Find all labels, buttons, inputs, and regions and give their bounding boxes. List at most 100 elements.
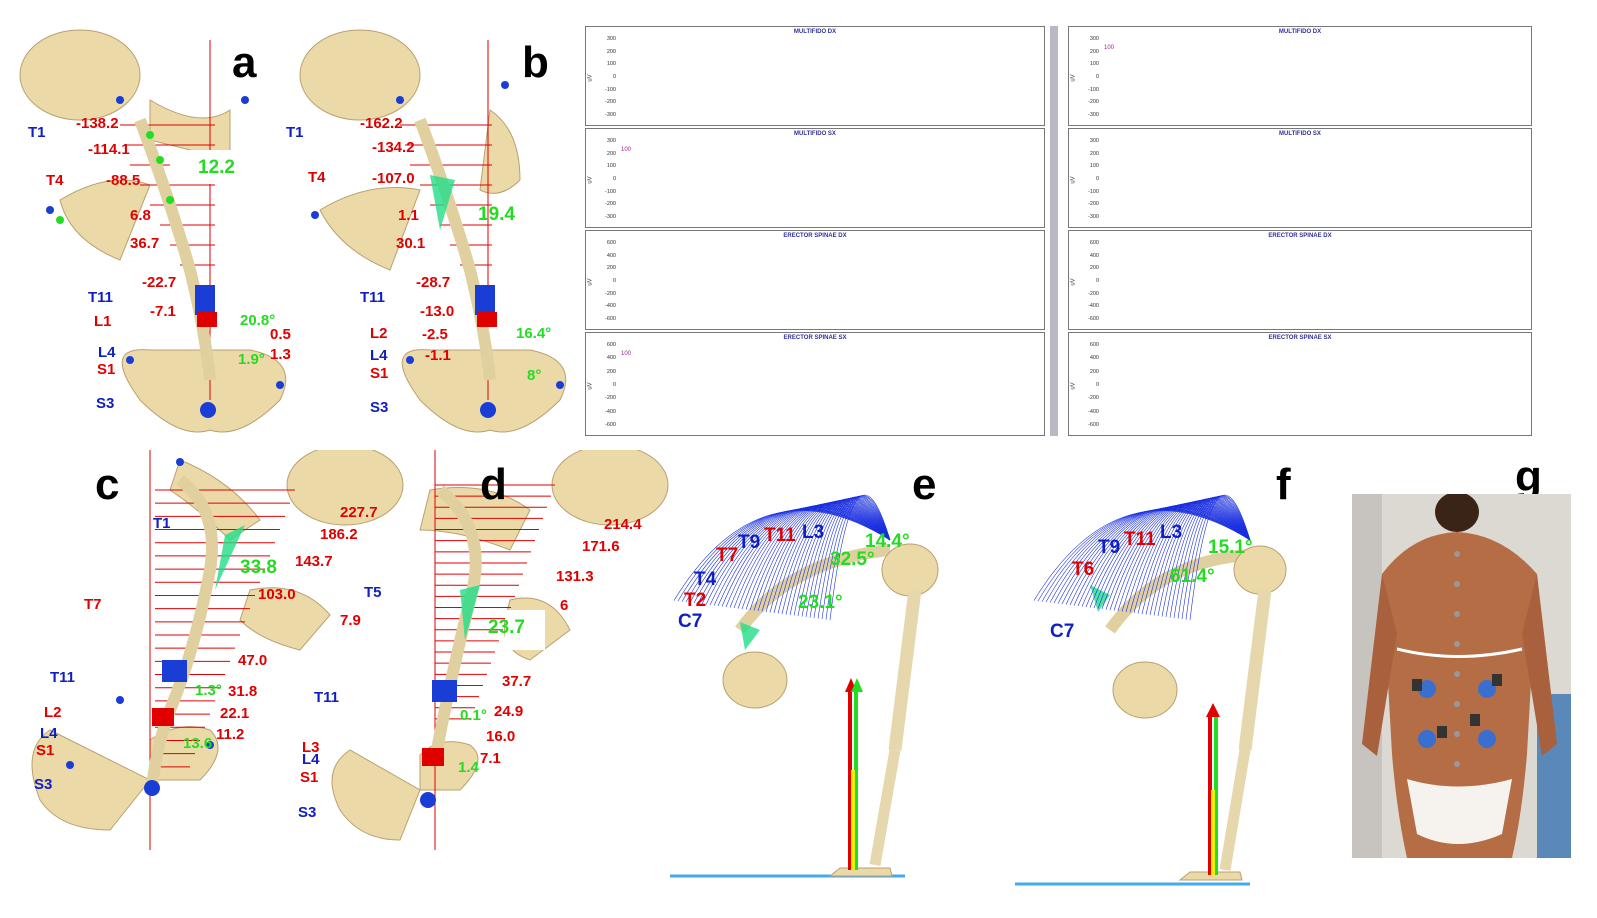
value-label: 37.7: [502, 673, 532, 690]
angle-label: 0.1°: [460, 707, 487, 724]
value-label: 7.9: [340, 612, 361, 629]
value-label: 7.1: [480, 750, 501, 767]
angle-label: 8°: [527, 367, 542, 384]
value-label: 214.4: [604, 516, 642, 533]
emg-title: MULTIFIDO DX: [793, 29, 837, 35]
vertebra-label: S3: [96, 395, 115, 412]
vertebra-label: C7: [1050, 621, 1075, 642]
emg-tick-label: -100: [604, 188, 616, 195]
emg-tick-label: -100: [604, 86, 616, 93]
emg-tick-label: 100: [1089, 61, 1099, 68]
vertebra-label: T1: [286, 124, 304, 141]
emg-tick-label: 600: [1089, 342, 1099, 348]
vertebra-label: L4: [40, 725, 58, 742]
angle-label: 15.1°: [1208, 537, 1253, 558]
emg-tick-label: -200: [1087, 201, 1099, 208]
emg-tick-label: 600: [606, 342, 616, 348]
flexion-trajectory-line: [1045, 509, 1251, 603]
angle-label: 1.3°: [195, 682, 222, 699]
vertebra-label: S1: [300, 769, 319, 786]
emg-tick-label: -600: [1087, 422, 1099, 428]
value-label: 6.8: [130, 207, 151, 224]
emg-unit-label: uV: [587, 176, 594, 184]
value-label: -7.1: [150, 303, 176, 320]
vertebra-label: S3: [298, 804, 317, 821]
value-label: -162.2: [360, 115, 403, 132]
emg-title: MULTIFIDO SX: [794, 131, 836, 137]
angle-label: 14.4°: [865, 531, 910, 552]
emg-tick-label: -100: [1087, 188, 1099, 195]
emg-plot-right-4: ERECTOR SPINAE SX: [1068, 332, 1532, 436]
flexion-trajectory-line: [705, 507, 891, 605]
emg-tag: 100: [621, 351, 632, 357]
emg-title: ERECTOR SPINAE DX: [1268, 233, 1332, 239]
emg-tick-label: -600: [1087, 316, 1099, 322]
emg-tick-label: 300: [1089, 36, 1099, 42]
emg-tick-label: -100: [1087, 86, 1099, 93]
emg-plot-left-2: MULTIFIDO SX 100: [585, 128, 1045, 228]
angle-label: 23.1°: [798, 592, 843, 613]
emg-unit-label: uV: [587, 278, 594, 286]
emg-tick-label: 400: [606, 355, 616, 362]
panel-a: a T1 T11 L4 S3 T4 L1 S1 -138.2 -114.1 -8…: [0, 0, 300, 450]
vertebra-label: L3: [802, 522, 825, 543]
value-label: 6: [560, 597, 569, 614]
emg-tick-label: 0: [1095, 74, 1099, 80]
emg-tick-label: -200: [604, 290, 616, 297]
emg-plot-left-1: MULTIFIDO DX: [585, 26, 1045, 126]
emg-tick-label: 300: [606, 138, 616, 144]
flexion-trajectory-line: [693, 508, 891, 604]
panel-f: f T9 L3 C7 T11 T6 15.1° 61.4°: [1010, 390, 1340, 890]
emg-tick-label: 300: [1089, 138, 1099, 144]
flexion-trajectory-line: [1041, 509, 1251, 602]
value-label: 16.0: [486, 728, 516, 745]
emg-unit-label: uV: [587, 382, 594, 390]
vertebra-label: S1: [97, 361, 116, 378]
panel-letter-f: f: [1276, 460, 1291, 509]
vertebra-label: T11: [1124, 529, 1156, 550]
emg-title: MULTIFIDO DX: [1278, 29, 1322, 35]
emg-tick-label: 200: [606, 265, 616, 272]
vertebra-label: T11: [360, 289, 386, 306]
value-label: 227.7: [340, 504, 378, 521]
vertebra-label: T2: [684, 590, 707, 611]
value-label: -22.7: [142, 274, 177, 291]
emg-tick-label: 200: [1089, 265, 1099, 272]
flexion-trajectory-line: [681, 509, 891, 602]
skeleton-f-illustration: [1015, 494, 1287, 886]
angle-label: 32.5°: [830, 549, 875, 570]
value-label: 0.5: [270, 326, 291, 343]
emg-tick-label: -300: [1087, 112, 1099, 118]
angle-label: 23.7: [488, 617, 525, 638]
vertebra-label: T11: [314, 689, 340, 706]
angle-label: 33.8: [240, 557, 277, 578]
skeleton-e-illustration: [670, 494, 939, 878]
emg-tag: 100: [1104, 45, 1115, 51]
angle-box-a: [170, 150, 270, 184]
flexion-trajectory-line: [1065, 507, 1251, 605]
vertebra-label: T1: [28, 124, 46, 141]
value-label: 24.9: [494, 703, 524, 720]
flexion-trajectory-line: [1049, 508, 1251, 603]
emg-tick-label: 400: [606, 252, 616, 259]
flexion-trajectory-line: [821, 495, 891, 620]
emg-tick-label: 200: [606, 150, 616, 157]
value-label: -114.1: [88, 141, 130, 158]
value-label: -28.7: [416, 274, 451, 291]
value-label: -138.2: [76, 115, 119, 132]
emg-plot-right-1: MULTIFIDO DX 100: [1068, 26, 1532, 126]
value-label: 1.3: [270, 346, 291, 363]
flexion-trajectory-line: [1053, 508, 1251, 604]
emg-tick-label: -400: [604, 408, 616, 415]
skeleton-a-illustration: [19, 29, 287, 433]
vertebra-label: T11: [50, 669, 76, 686]
value-label: -88.5: [106, 172, 141, 189]
angle-label: 16.4°: [516, 325, 552, 342]
emg-tick-label: -200: [1087, 290, 1099, 297]
flexion-trajectory-line: [697, 507, 891, 604]
flexion-trajectory-line: [805, 497, 891, 618]
angle-label: 1.4: [458, 759, 479, 776]
emg-tick-label: -200: [604, 201, 616, 208]
value-label: 103.0: [258, 586, 296, 603]
emg-tick-label: 300: [606, 36, 616, 42]
